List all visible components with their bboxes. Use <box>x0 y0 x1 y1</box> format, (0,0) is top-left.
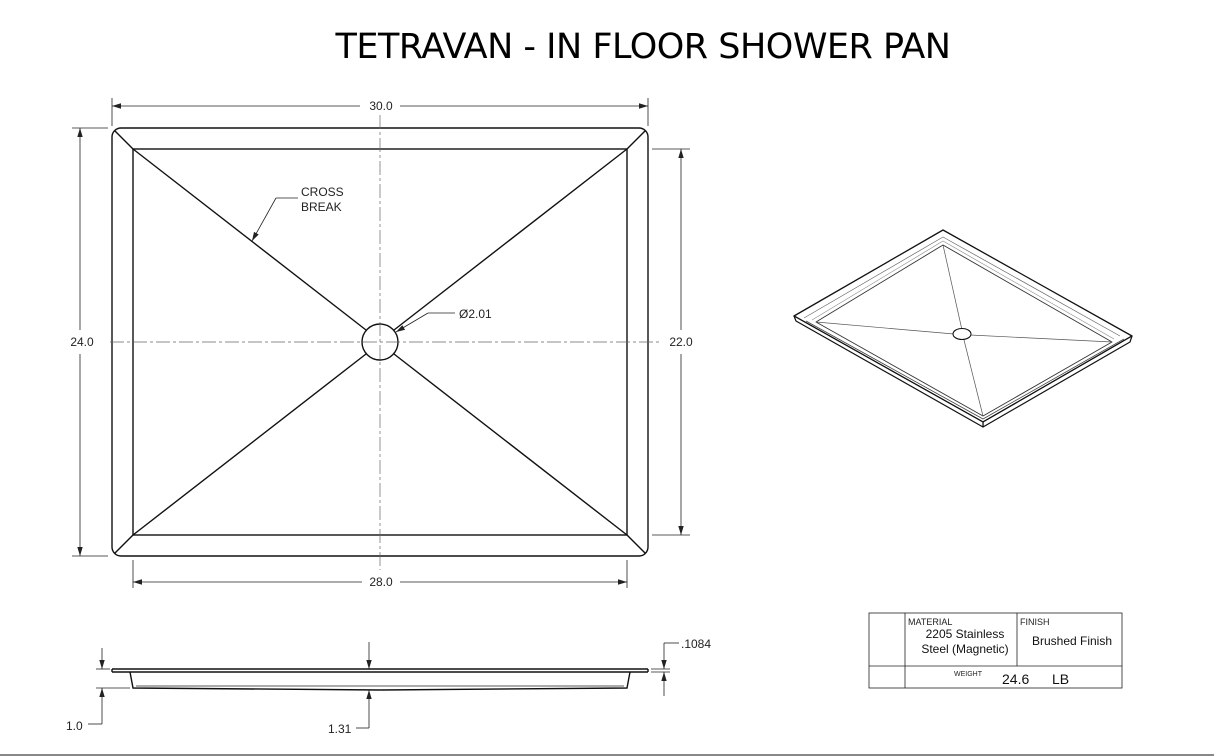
material-label: MATERIAL <box>908 617 952 627</box>
iso-cross-break-4 <box>815 321 955 335</box>
weight-unit: LB <box>1052 671 1069 687</box>
title-block: MATERIAL 2205 Stainless Steel (Magnetic)… <box>868 612 1123 689</box>
drain-leader-arrow <box>395 312 429 333</box>
corner-bevel-tr <box>626 130 646 150</box>
side-depth-center: 1.31 <box>328 722 352 736</box>
iso-cross-break-3 <box>963 339 984 417</box>
iso-cross-break-2 <box>969 334 1113 343</box>
corner-bevel-tl <box>114 130 134 150</box>
cross-break-leader-arrow <box>251 197 277 242</box>
iso-rim-inner-line-1 <box>803 236 1121 337</box>
iso-cross-break-1 <box>942 244 963 331</box>
weight-value: 24.6 <box>1002 671 1029 687</box>
finish-value: Brushed Finish <box>1032 634 1112 648</box>
cross-break-label-line2: BREAK <box>301 200 342 214</box>
side-flange-thickness: .1084 <box>681 637 711 651</box>
iso-basin-front-edge <box>805 320 1125 420</box>
iso-drain-hole <box>952 327 972 341</box>
finish-label: FINISH <box>1020 617 1050 627</box>
iso-rim-inner-line-2 <box>811 240 1115 340</box>
isometric-view <box>793 229 1133 428</box>
side-view: 1.0 1.31 .1084 <box>66 637 711 736</box>
cross-break-line-tr <box>393 148 628 331</box>
iso-front-left-face <box>793 315 984 428</box>
side-basin-outline <box>129 671 631 691</box>
corner-bevel-bl <box>114 534 134 554</box>
dim-inner-width: 28.0 <box>369 575 393 589</box>
material-value-line1: 2205 Stainless <box>926 627 1005 641</box>
corner-bevel-br <box>626 534 646 554</box>
weight-label: WEIGHT <box>954 671 983 678</box>
top-view: 30.0 24.0 28.0 22.0 Ø2.01 CROSS BREAK <box>70 98 693 589</box>
material-value-line2: Steel (Magnetic) <box>921 642 1008 656</box>
dim-outer-width: 30.0 <box>369 99 393 113</box>
dim-outer-height: 24.0 <box>70 335 94 349</box>
cross-break-line-bl <box>132 353 367 536</box>
cross-break-line-tl <box>132 148 367 331</box>
cross-break-line-br <box>393 353 628 536</box>
drain-diameter-label: Ø2.01 <box>459 307 492 321</box>
cross-break-label-line1: CROSS <box>301 185 344 199</box>
dim-inner-height: 22.0 <box>669 335 693 349</box>
side-depth-left: 1.0 <box>66 719 83 733</box>
drawing-title: TETRAVAN - IN FLOOR SHOWER PAN <box>335 27 951 67</box>
title-block-border <box>868 612 1123 689</box>
